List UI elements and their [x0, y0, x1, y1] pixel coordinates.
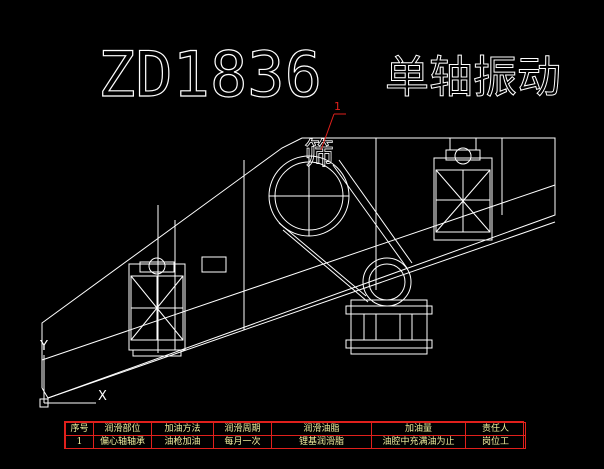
right-spring-assembly	[433, 138, 493, 241]
header-cell: 序号	[65, 422, 94, 436]
table-cell: 锂基润滑脂	[271, 435, 372, 449]
model-title: ZD1836	[98, 38, 322, 111]
callout-number: 1	[334, 100, 341, 113]
table-row: 1 偏心轴轴承 油枪加油 每月一次 锂基润滑脂 油腔中充满油为止 岗位工	[65, 435, 526, 449]
table-cell: 偏心轴轴承	[93, 435, 152, 449]
header-cell: 润滑部位	[93, 422, 152, 436]
table-header-row: 序号 润滑部位 加油方法 润滑周期 润滑油脂 加油量 责任人	[65, 422, 526, 436]
exciter-pulley	[268, 155, 350, 237]
motor-base	[345, 299, 433, 355]
header-cell: 加油方法	[151, 422, 214, 436]
x-axis-label: X	[98, 389, 107, 404]
header-cell: 责任人	[465, 422, 526, 436]
motor-pulley-belt	[278, 159, 413, 307]
table-cell: 油枪加油	[151, 435, 214, 449]
table-cell: 1	[65, 435, 94, 449]
lubrication-table: 序号 润滑部位 加油方法 润滑周期 润滑油脂 加油量 责任人 1 偏心轴轴承 油…	[64, 421, 526, 449]
table-cell: 油腔中充满油为止	[371, 435, 466, 449]
screen-label: 筛	[304, 137, 334, 172]
left-spring-assembly	[128, 257, 186, 357]
ucs-axis-icon: Y X	[39, 339, 107, 408]
screen-body	[41, 137, 556, 399]
header-cell: 润滑油脂	[271, 422, 372, 436]
y-axis-label: Y	[39, 339, 48, 354]
header-cell: 加油量	[371, 422, 466, 436]
table-cell: 每月一次	[213, 435, 272, 449]
table-cell: 岗位工	[465, 435, 526, 449]
callout-1: 1	[320, 100, 346, 151]
header-cell: 润滑周期	[213, 422, 272, 436]
machine-name-title: 单轴振动	[385, 52, 561, 103]
